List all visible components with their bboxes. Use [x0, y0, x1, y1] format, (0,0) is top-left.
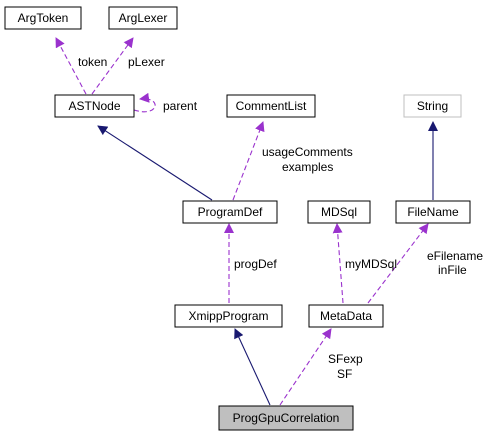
node-argtoken[interactable]: ArgToken	[4, 6, 82, 30]
edge-label-sf: SF	[337, 367, 352, 381]
node-label-arglexer: ArgLexer	[119, 11, 168, 25]
edge-label-usagecomments: usageComments	[262, 145, 353, 159]
node-label-string: String	[417, 99, 448, 113]
node-xmippprogram[interactable]: XmippProgram	[174, 304, 283, 328]
edge-commentlist-programdef	[232, 121, 265, 201]
node-label-metadata: MetaData	[320, 309, 372, 323]
edge-labels: token pLexer parent usageComments exampl…	[78, 55, 483, 381]
edge-label-efilename: eFilename	[427, 249, 483, 263]
edges	[55, 37, 438, 406]
edge-arglexer-astnode	[91, 37, 134, 95]
edge-astnode-programdef	[97, 125, 213, 201]
node-proggpucorrelation: ProgGpuCorrelation	[218, 405, 354, 431]
edge-label-progdef: progDef	[234, 257, 277, 271]
node-programdef[interactable]: ProgramDef	[182, 200, 278, 224]
node-string: String	[403, 94, 462, 118]
nodes: ArgToken ArgLexer ASTNode CommentList St…	[4, 6, 471, 431]
node-label-commentlist: CommentList	[236, 99, 307, 113]
node-mdsql[interactable]: MDSql	[307, 200, 371, 224]
edge-astnode-parent	[133, 92, 156, 113]
edge-label-mymdsql: myMDSql	[345, 257, 397, 271]
edge-mdsql-metadata	[332, 223, 344, 304]
node-filename[interactable]: FileName	[395, 200, 471, 224]
edge-label-infile: inFile	[438, 263, 467, 277]
node-label-filename: FileName	[407, 205, 459, 219]
node-commentlist[interactable]: CommentList	[226, 94, 316, 118]
node-astnode[interactable]: ASTNode	[54, 94, 135, 118]
edge-argtoken-astnode	[55, 37, 87, 95]
node-label-mdsql: MDSql	[321, 205, 357, 219]
node-label-programdef: ProgramDef	[198, 205, 263, 219]
node-label-proggpucorrelation: ProgGpuCorrelation	[233, 411, 340, 425]
node-label-argtoken: ArgToken	[18, 11, 69, 25]
node-label-xmippprogram: XmippProgram	[188, 309, 268, 323]
edge-label-plexer: pLexer	[128, 55, 165, 69]
edge-filename-metadata	[367, 223, 429, 304]
edge-label-sfexp: SFexp	[328, 352, 363, 366]
edge-label-examples: examples	[282, 160, 333, 174]
edge-label-token: token	[78, 55, 107, 69]
edge-metadata-proggpucorrelation	[279, 328, 332, 406]
node-metadata[interactable]: MetaData	[308, 304, 384, 328]
node-label-astnode: ASTNode	[68, 99, 120, 113]
edge-label-parent: parent	[163, 99, 198, 113]
node-arglexer[interactable]: ArgLexer	[108, 6, 178, 30]
edge-xmippprogram-proggpucorrelation	[234, 328, 271, 406]
